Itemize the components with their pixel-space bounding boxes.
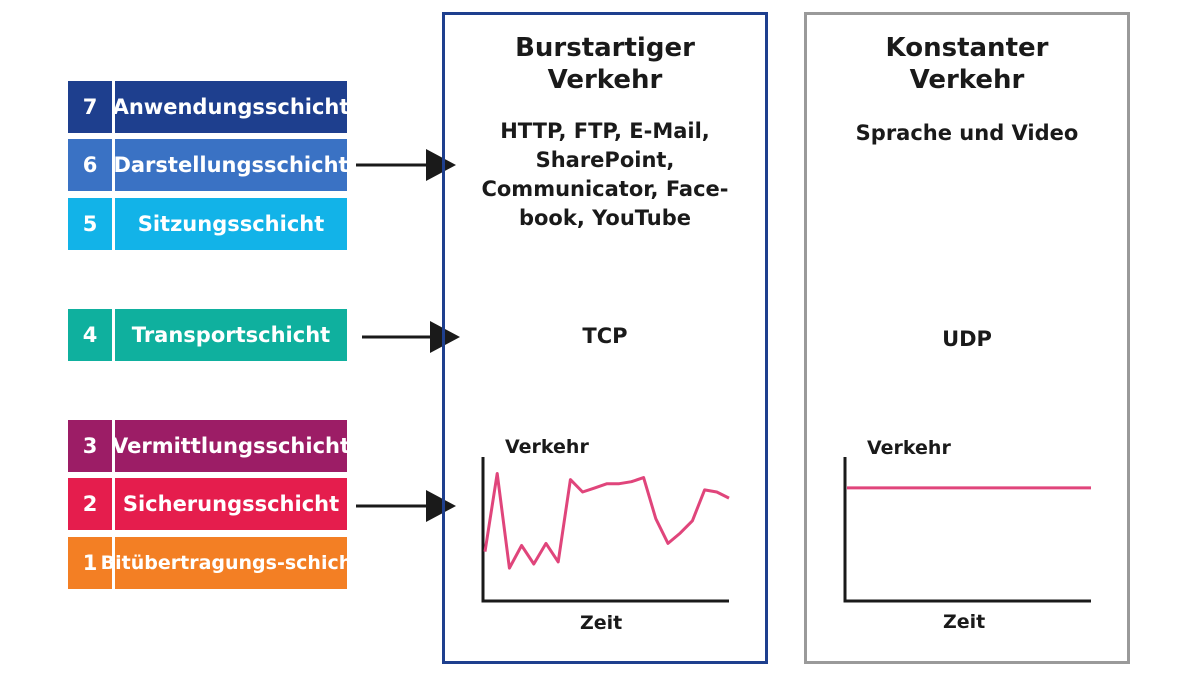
constant-chart-xlabel: Zeit xyxy=(943,611,986,633)
bursty-chart-ylabel: Verkehr xyxy=(505,436,589,458)
bursty-title-line-2: Verkehr xyxy=(547,65,663,95)
layer-7: 7 Anwendungsschicht xyxy=(68,81,349,133)
constant-apps: Sprache und Video xyxy=(855,121,1079,145)
bursty-traffic-panel: Burstartiger Verkehr HTTP, FTP, E-Mail, … xyxy=(442,12,768,664)
constant-title-line-2: Verkehr xyxy=(909,65,1025,95)
layer-6: 6 Darstellungsschicht xyxy=(68,139,349,191)
arrow-application-layers xyxy=(356,149,456,181)
bursty-apps-line-1: HTTP, FTP, E-Mail, xyxy=(500,119,710,143)
layer-4: 4 Transportschicht xyxy=(68,309,347,361)
layer-1-name: Bitübertragungs- schicht xyxy=(101,537,361,589)
arrow-lower-layers xyxy=(356,490,456,522)
layer-6-number: 6 xyxy=(68,139,112,191)
arrow-transport-layer xyxy=(362,321,460,353)
bursty-apps-line-3: Communicator, Face- xyxy=(481,177,729,201)
layer-3-name: Vermittlungsschicht xyxy=(112,420,350,472)
layer-2-number: 2 xyxy=(68,478,112,530)
bursty-chart-series-line xyxy=(483,472,730,570)
layer-7-name: Anwendungsschicht xyxy=(113,81,349,133)
layer-7-number: 7 xyxy=(68,81,112,133)
layer-5-number: 5 xyxy=(68,198,112,250)
layer-2-name: Sicherungsschicht xyxy=(115,478,347,530)
layer-1-name-line-1: Bitübertragungs- xyxy=(100,552,285,574)
layer-4-number: 4 xyxy=(68,309,112,361)
layer-5: 5 Sitzungsschicht xyxy=(68,198,347,250)
bursty-apps-line-2: SharePoint, xyxy=(535,148,675,172)
layer-4-name: Transportschicht xyxy=(115,309,347,361)
constant-traffic-panel: Konstanter Verkehr Sprache und Video UDP… xyxy=(804,12,1130,664)
layer-1-name-line-2: schicht xyxy=(284,552,362,574)
bursty-protocol: TCP xyxy=(582,324,628,348)
layer-6-name: Darstellungsschicht xyxy=(113,139,349,191)
layer-3-number: 3 xyxy=(68,420,112,472)
layer-3: 3 Vermittlungsschicht xyxy=(68,420,350,472)
bursty-traffic-chart xyxy=(481,457,730,603)
layer-1-number: 1 xyxy=(68,537,112,589)
layer-2: 2 Sicherungsschicht xyxy=(68,478,347,530)
bursty-chart-xlabel: Zeit xyxy=(580,612,623,634)
constant-chart-ylabel: Verkehr xyxy=(867,437,951,459)
constant-title-line-1: Konstanter xyxy=(885,33,1049,63)
bursty-title-line-1: Burstartiger xyxy=(515,33,695,63)
layer-1: 1 Bitübertragungs- schicht xyxy=(68,537,361,589)
constant-traffic-chart xyxy=(843,457,1091,603)
constant-protocol: UDP xyxy=(942,327,992,351)
bursty-apps-line-4: book, YouTube xyxy=(518,206,692,230)
layer-5-name: Sitzungsschicht xyxy=(115,198,347,250)
